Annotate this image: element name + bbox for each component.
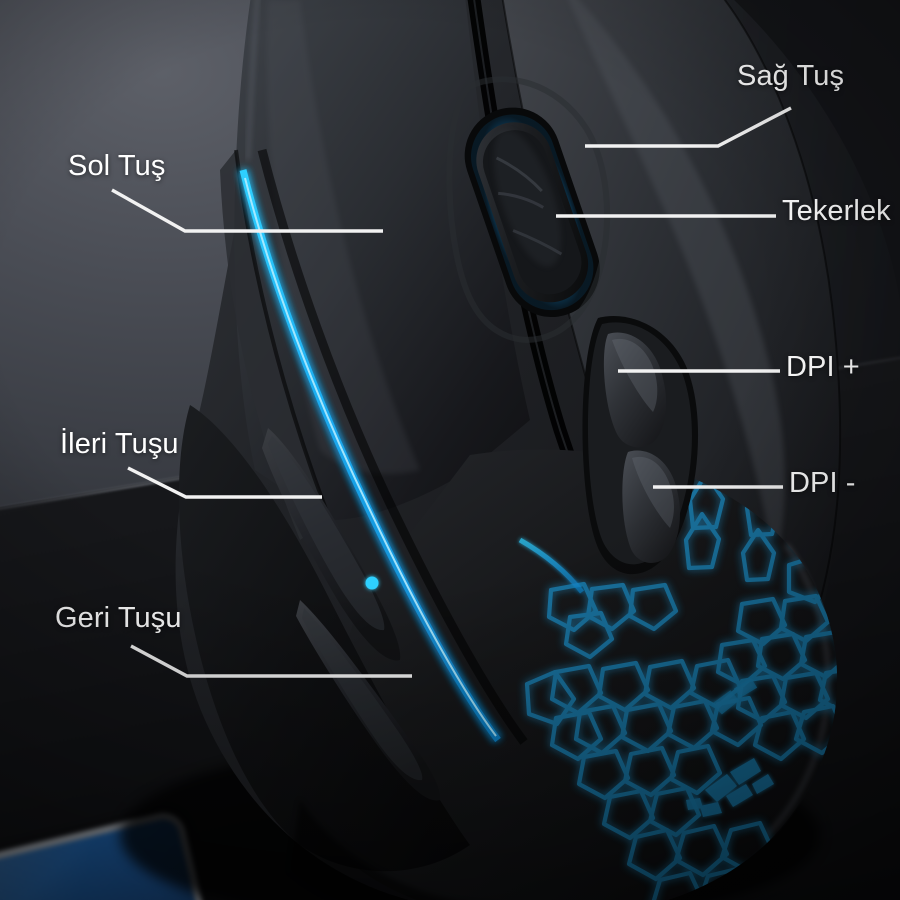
image-vignette (0, 0, 900, 900)
product-annotation-image: Sol Tuş İleri Tuşu Geri Tuşu Sağ Tuş Tek… (0, 0, 900, 900)
